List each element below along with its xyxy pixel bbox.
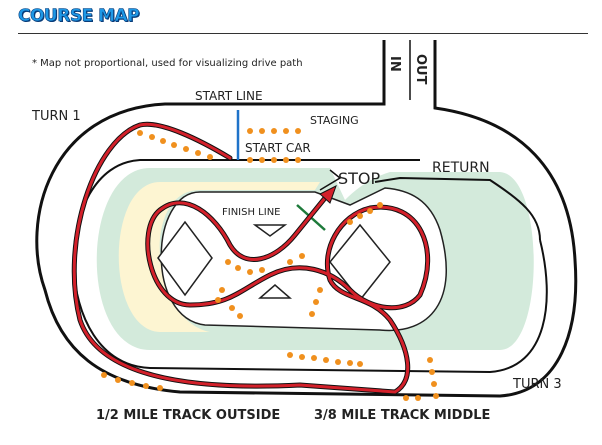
- triangle-bottom: [257, 284, 293, 299]
- cone-marker: [207, 154, 213, 160]
- cone-marker: [219, 287, 225, 293]
- cone-marker: [271, 157, 277, 163]
- cone-marker: [149, 134, 155, 140]
- cone-marker: [215, 297, 221, 303]
- cone-marker: [247, 157, 253, 163]
- arrow-head-icon: [319, 184, 337, 204]
- staging-label: STAGING: [310, 114, 359, 127]
- cone-marker: [237, 313, 243, 319]
- in-label: IN: [387, 56, 402, 72]
- return-label: RETURN: [432, 160, 490, 176]
- cone-marker: [229, 305, 235, 311]
- cone-marker: [157, 385, 163, 391]
- cone-marker: [225, 259, 231, 265]
- turn1-label: TURN 1: [31, 109, 81, 124]
- map-note: * Map not proportional, used for visuali…: [32, 58, 303, 69]
- cone-marker: [299, 253, 305, 259]
- cone-marker: [115, 377, 121, 383]
- cone-marker: [183, 146, 189, 152]
- cone-marker: [433, 393, 439, 399]
- cone-marker: [347, 360, 353, 366]
- cone-marker: [357, 361, 363, 367]
- cone-marker: [143, 383, 149, 389]
- stop-label: STOP: [338, 169, 381, 188]
- cone-marker: [427, 357, 433, 363]
- cone-marker: [377, 202, 383, 208]
- cone-marker: [283, 128, 289, 134]
- cone-marker: [357, 213, 363, 219]
- cone-marker: [247, 269, 253, 275]
- cone-marker: [415, 395, 421, 401]
- cone-marker: [295, 128, 301, 134]
- cone-marker: [313, 299, 319, 305]
- cone-marker: [235, 265, 241, 271]
- return-lane: [374, 176, 541, 241]
- cone-marker: [431, 381, 437, 387]
- start-car-label: START CAR: [245, 141, 311, 155]
- cone-marker: [299, 354, 305, 360]
- inner-track-boundary: [72, 159, 548, 374]
- turn3-label: TURN 3: [512, 377, 562, 392]
- page-title: COURSE MAP: [18, 6, 140, 27]
- finish-line-label: FINISH LINE: [222, 207, 281, 218]
- cone-marker: [129, 380, 135, 386]
- cone-marker: [347, 219, 353, 225]
- triangle-top: [252, 224, 288, 237]
- outer-track-boundary: [35, 40, 578, 398]
- cone-marker: [171, 142, 177, 148]
- cone-marker: [271, 128, 277, 134]
- cone-marker: [311, 355, 317, 361]
- cone-marker: [259, 157, 265, 163]
- cone-marker: [403, 395, 409, 401]
- cone-marker: [287, 259, 293, 265]
- outside-track-label: 1/2 MILE TRACK OUTSIDE: [96, 408, 280, 423]
- cone-marker: [195, 150, 201, 156]
- cone-marker: [137, 130, 143, 136]
- cone-marker: [323, 357, 329, 363]
- cone-marker: [259, 267, 265, 273]
- stop-lane: [319, 169, 342, 191]
- middle-track-label: 3/8 MILE TRACK MIDDLE: [314, 408, 490, 423]
- cone-marker: [335, 359, 341, 365]
- cone-marker: [283, 157, 289, 163]
- cone-marker: [101, 372, 107, 378]
- cone-marker: [259, 128, 265, 134]
- cone-marker: [160, 138, 166, 144]
- out-label: OUT: [413, 54, 428, 85]
- cone-marker: [287, 352, 293, 358]
- cone-marker: [429, 369, 435, 375]
- cone-marker: [295, 157, 301, 163]
- title-divider: [18, 33, 588, 34]
- cone-marker: [309, 311, 315, 317]
- island-left: [157, 220, 213, 297]
- cone-marker: [247, 128, 253, 134]
- cone-marker: [367, 208, 373, 214]
- cone-marker: [317, 287, 323, 293]
- cone-markers: [101, 128, 439, 401]
- start-line-label: START LINE: [195, 89, 263, 103]
